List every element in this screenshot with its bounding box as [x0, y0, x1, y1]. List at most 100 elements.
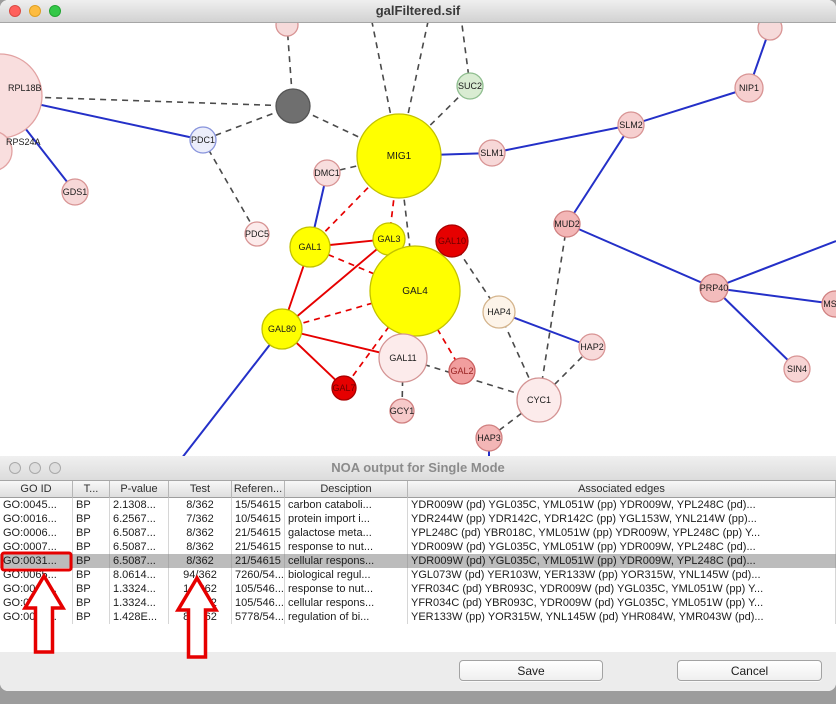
table-cell: cellular respons...: [285, 596, 408, 610]
graph-node-gal2[interactable]: [448, 357, 476, 385]
minimize-button[interactable]: [29, 462, 41, 474]
table-cell: BP: [73, 554, 110, 568]
graph-node-label: GAL11: [389, 353, 416, 363]
table-cell: BP: [73, 540, 110, 554]
graph-node-cyc1[interactable]: [516, 377, 562, 423]
graph-node-label: PDC5: [245, 229, 269, 239]
graph-node-rpl18b[interactable]: [0, 53, 43, 139]
graph-edge: [566, 223, 715, 289]
table-cell: BP: [73, 498, 110, 512]
graph-node-hap4[interactable]: [482, 295, 516, 329]
graph-node-corner-node[interactable]: [757, 23, 783, 41]
table-cell: 2.1308...: [110, 498, 169, 512]
graph-node-label: GAL2: [450, 366, 473, 376]
graph-edge: [343, 290, 416, 389]
graph-node-hap2[interactable]: [578, 333, 606, 361]
column-header-5[interactable]: Desciption: [285, 481, 408, 498]
graph-node-msl1[interactable]: [821, 290, 836, 318]
graph-node-label: SUC2: [458, 81, 482, 91]
table-cell: response to nut...: [285, 540, 408, 554]
graph-node-label: GAL10: [438, 236, 466, 246]
graph-node-prp40[interactable]: [699, 273, 729, 303]
table-cell: BP: [73, 568, 110, 582]
graph-node-gal4[interactable]: [369, 245, 461, 337]
graph-node-slm1[interactable]: [478, 139, 506, 167]
graph-edge: [292, 105, 400, 157]
zoom-button[interactable]: [49, 5, 61, 17]
table-cell: 6.5087...: [110, 526, 169, 540]
table-cell: 21/54615: [232, 526, 285, 540]
column-header-6[interactable]: Associated edges: [408, 481, 836, 498]
graph-node-gal80[interactable]: [261, 308, 303, 350]
window-title: galFiltered.sif: [375, 3, 461, 18]
table-cell: BP: [73, 596, 110, 610]
column-header-0[interactable]: GO ID: [0, 481, 73, 498]
zoom-button[interactable]: [49, 462, 61, 474]
minimize-button[interactable]: [29, 5, 41, 17]
graph-edge: [202, 139, 258, 235]
graph-node-pdc1[interactable]: [189, 126, 217, 154]
table-cell: 8.0614...: [110, 568, 169, 582]
graph-node-label: GAL1: [298, 242, 321, 252]
table-cell: 8/362: [169, 540, 232, 554]
graph-node-dark-node[interactable]: [275, 88, 311, 124]
column-header-3[interactable]: Test: [169, 481, 232, 498]
graph-node-gal7[interactable]: [331, 375, 357, 401]
graph-node-dmc1[interactable]: [313, 159, 341, 187]
cancel-button[interactable]: Cancel: [677, 660, 822, 681]
close-button[interactable]: [9, 462, 21, 474]
column-header-1[interactable]: T...: [73, 481, 110, 498]
graph-node-gds1[interactable]: [61, 178, 89, 206]
save-button[interactable]: Save: [459, 660, 603, 681]
network-window-titlebar[interactable]: galFiltered.sif: [0, 0, 836, 23]
table-cell: YDR009W (pd) YGL035C, YML051W (pp) YDR00…: [408, 498, 836, 512]
graph-node-nip1[interactable]: [734, 73, 764, 103]
table-cell: YER133W (pp) YOR315W, YNL145W (pd) YHR08…: [408, 610, 836, 624]
column-header-4[interactable]: Referen...: [232, 481, 285, 498]
table-cell: BP: [73, 512, 110, 526]
table-cell: GO:0065...: [0, 568, 73, 582]
graph-node-suc2[interactable]: [456, 72, 484, 100]
graph-node-gcy1[interactable]: [389, 398, 415, 424]
graph-node-mud2[interactable]: [553, 210, 581, 238]
graph-node-gal10[interactable]: [435, 224, 469, 258]
column-header-2[interactable]: P-value: [110, 481, 169, 498]
graph-node-rps24a[interactable]: [0, 131, 13, 171]
table-cell: BP: [73, 582, 110, 596]
graph-node-slm2[interactable]: [617, 111, 645, 139]
table-cell: carbon cataboli...: [285, 498, 408, 512]
graph-node-top-node[interactable]: [275, 23, 299, 37]
table-cell: 14/362: [169, 596, 232, 610]
graph-node-label: MIG1: [387, 151, 412, 162]
window-title: NOA output for Single Mode: [331, 460, 505, 475]
noa-window-titlebar[interactable]: NOA output for Single Mode: [0, 456, 836, 481]
graph-node-mig1[interactable]: [356, 113, 442, 199]
graph-node-hap3[interactable]: [475, 424, 503, 452]
table-cell: 5778/54...: [232, 610, 285, 624]
graph-node-gal1[interactable]: [289, 226, 331, 268]
network-graph: GDS1PDC1MIG1SUC2SLM1SLM2NIP1DMC1MUD2PRP4…: [0, 23, 836, 456]
graph-node-sin4[interactable]: [783, 355, 811, 383]
graph-edge: [538, 223, 568, 401]
graph-node-label: MUD2: [554, 219, 580, 229]
table-cell: 10/54615: [232, 512, 285, 526]
graph-node-pdc5[interactable]: [244, 221, 270, 247]
table-cell: GO:0031...: [0, 596, 73, 610]
table-cell: 6.2567...: [110, 512, 169, 526]
close-button[interactable]: [9, 5, 21, 17]
table-cell: YPL248C (pd) YBR018C, YML051W (pp) YDR00…: [408, 526, 836, 540]
graph-node-label: DMC1: [314, 168, 340, 178]
graph-node-gal11[interactable]: [378, 333, 428, 383]
